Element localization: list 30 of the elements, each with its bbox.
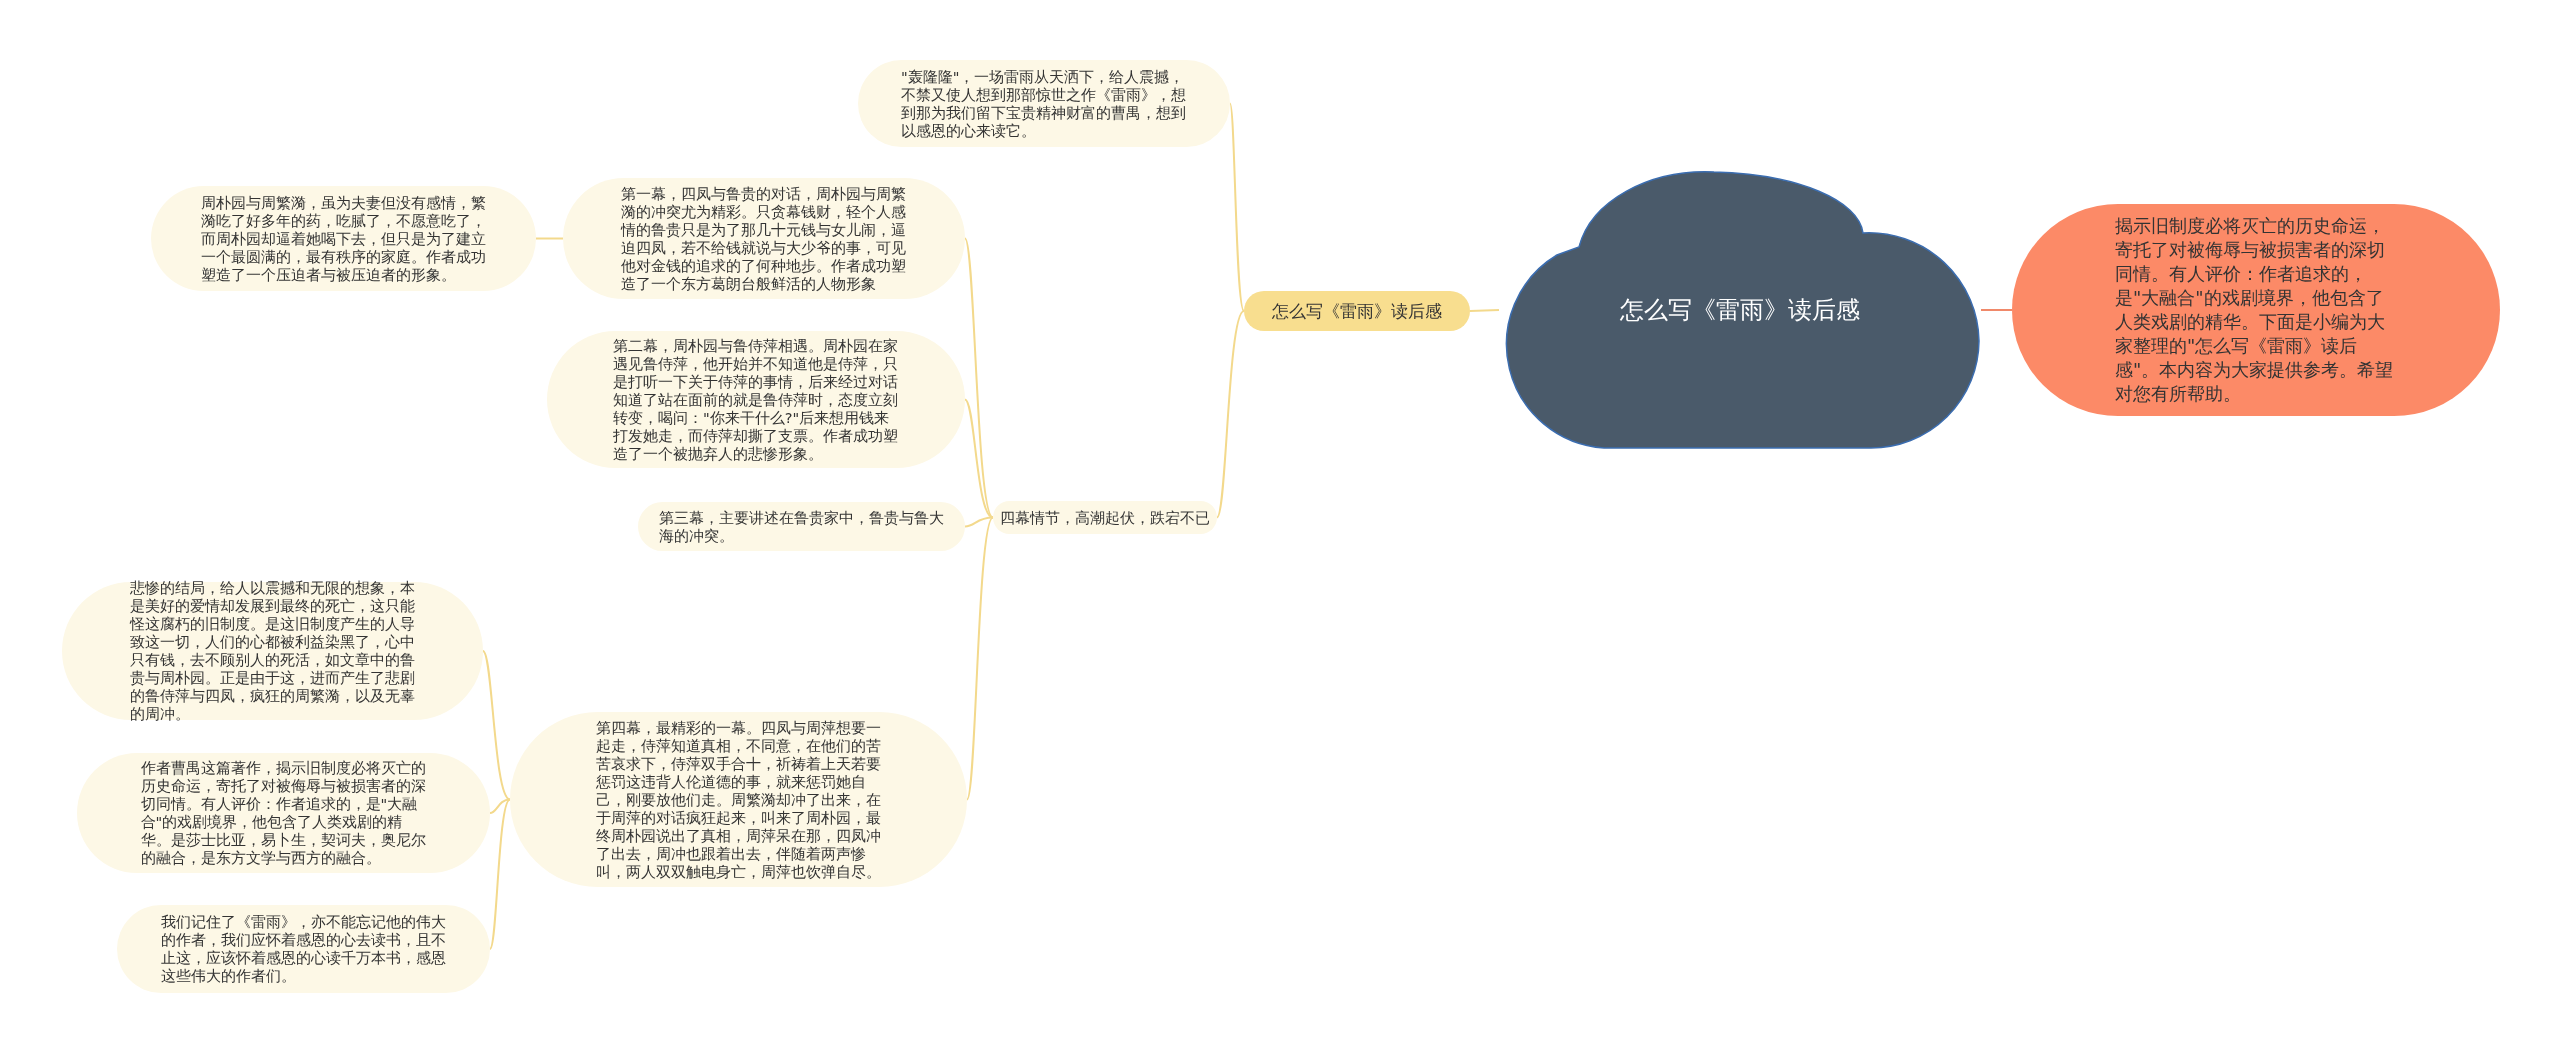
text-bubble	[117, 905, 490, 993]
node-text: 四幕情节，高潮起伏，跌宕不已	[1000, 508, 1210, 527]
topic-title: 怎么写《雷雨》读后感	[1619, 295, 1861, 325]
connector-line	[966, 516, 994, 801]
node-text: 揭示旧制度必将灭亡的历史命运，寄托了对被侮辱与被损害者的深切同情。有人评价：作者追求的，是"大融合"的戏剧境界，他包含了人类戏剧的精华。下面是小编为大家整理的"怎么写《雷雨》读后感"。本内容为大家提供参考。希望对您有所帮助。	[2115, 214, 2395, 406]
connector-line	[489, 798, 511, 950]
node-text: 怎么写《雷雨》读后感	[1271, 300, 1443, 322]
node-text: 悲惨的结局，给人以震撼和无限的想象，本是美好的爱情却发展到最终的死亡，这只能怪这腐朽的旧制度。是这旧制度产生的人导致这一切，人们的心都被利益染黑了，心中只有钱，去不顾别人的死活，如文章中的鲁贵与周朴园。正是由于这，进而产生了悲剧的鲁侍萍与四凤，疯狂的周繁漪，以及无辜的周冲。	[129, 579, 416, 723]
connector-line	[964, 237, 994, 519]
node-text: 第二幕，周朴园与鲁侍萍相遇。周朴园在家遇见鲁侍萍，他开始并不知道他是侍萍，只是打听一下关于侍萍的事情，后来经过对话知道了站在面前的就是鲁侍萍时，态度立刻转变，喝问："你来干什么?"后来想用钱来打发她走，而侍萍却撕了支票。作者成功塑造了一个被抛弃人的悲惨形象。	[613, 336, 899, 463]
node-text: 我们记住了《雷雨》，亦不能忘记他的伟大的作者，我们应怀着感恩的心去读书，且不止这，应该怀着感恩的心读千万本书，感恩这些伟大的作者们。	[160, 913, 447, 985]
node-text: 作者曹禺这篇著作，揭示旧制度必将灭亡的历史命运，寄托了对被侮辱与被损害者的深切同情。有人评价：作者追求的，是"大融合"的戏剧境界，他包含了人类戏剧的精华。是莎士比亚，易卜生，契诃夫，奥尼尔的融合，是东方文学与西方的融合。	[140, 759, 427, 867]
connector-line	[964, 516, 994, 528]
connector-line	[489, 798, 511, 814]
text-bubble	[638, 502, 965, 551]
connector-line	[1469, 309, 1500, 312]
connector-line	[1980, 309, 2013, 311]
connector-line	[1229, 102, 1245, 312]
node-text: 周朴园与周繁漪，虽为夫妻但没有感情，繁漪吃了好多年的药，吃腻了，不愿意吃了，而周朴园却逼着她喝下去，但只是为了建立一个最圆满的，最有秩序的家庭。作者成功塑造了一个压迫者与被压迫者的形象。	[200, 193, 487, 284]
connector-line	[482, 650, 511, 801]
node-text: 第三幕，主要讲述在鲁贵家中，鲁贵与鲁大海的冲突。	[658, 508, 945, 545]
node-text: 第四幕，最精彩的一幕。四凤与周萍想要一起走，侍萍知道真相，不同意，在他们的苦苦哀求下，侍萍双手合十，祈祷着上天若要惩罚这违背人伦道德的事，就来惩罚她自己，刚要放他们走。周繁漪却冲了出来，在于周萍的对话疯狂起来，叫来了周朴园，最终周朴园说出了真相，周萍呆在那，四凤冲了出去，周冲也跟着出去，伴随着两声惨叫，两人双双触电身亡，周萍也饮弹自尽。	[595, 718, 882, 881]
branch-label	[1244, 291, 1470, 331]
text-bubble	[993, 501, 1217, 534]
connector-line	[535, 237, 564, 240]
connector-line	[964, 398, 994, 519]
text-bubble	[858, 60, 1230, 147]
node-text: 第一幕，四凤与鲁贵的对话，周朴园与周繁漪的冲突尤为精彩。只贪幕钱财，轻个人感情的鲁贵只是为了那几十元钱与女儿闹，逼迫四凤，若不给钱就说与大少爷的事，可见他对金钱的追求的了何种地步。作者成功塑造了一个东方葛朗台般鲜活的人物形象	[621, 184, 907, 293]
connector-line	[1216, 310, 1245, 519]
node-text: "轰隆隆"，一场雷雨从天洒下，给人震撼，不禁又使人想到那部惊世之作《雷雨》，想到那为我们留下宝贵精神财富的曹禺，想到以感恩的心来读它。	[901, 67, 1187, 140]
